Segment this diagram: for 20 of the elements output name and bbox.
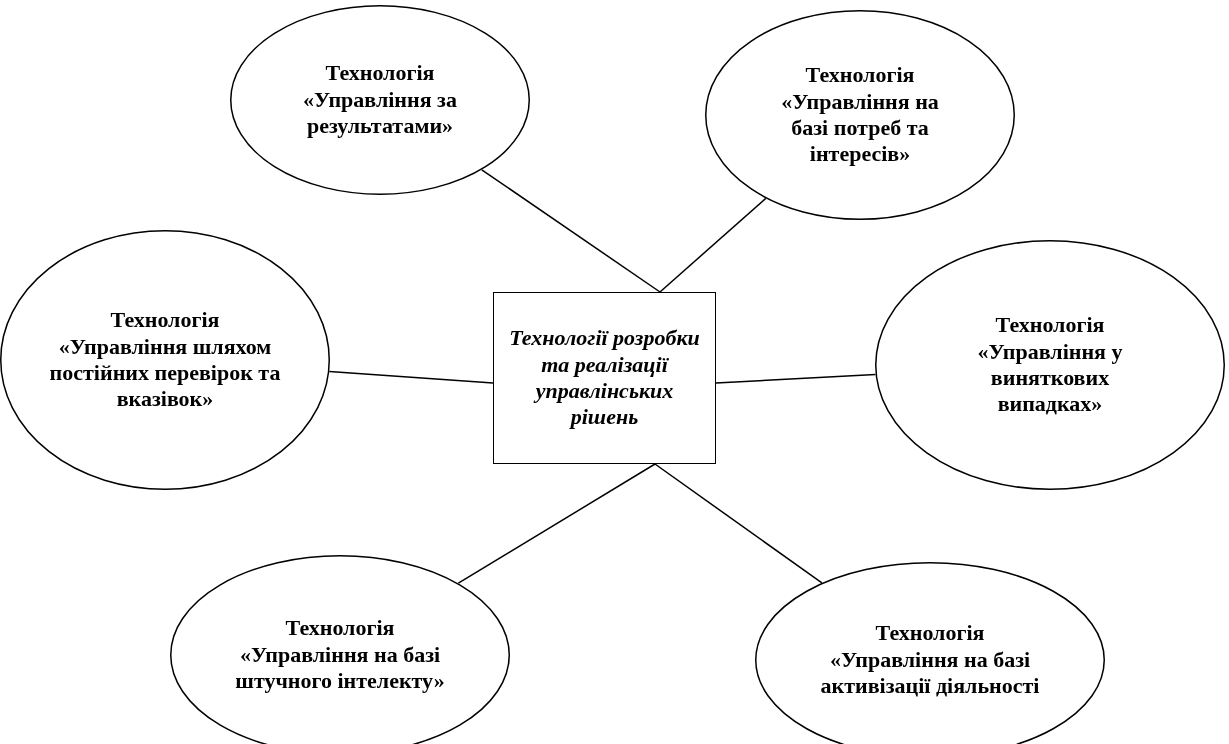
oval-title: Технологія (284, 615, 396, 642)
oval-text: «Управління на базі активізації діяльності (819, 646, 1041, 700)
connector-line (715, 373, 877, 384)
oval-text: «Управління шляхом постійних перевірок та вказівок» (48, 333, 282, 413)
oval-text: «Управління на базі потреб та інтересів» (780, 88, 940, 168)
oval-text: «Управління у виняткових випадках» (976, 338, 1124, 418)
oval-text: «Управління на базі штучного інтелекту» (234, 641, 446, 695)
connector-line (481, 169, 661, 293)
rectangle-box (493, 292, 716, 464)
oval-title: Технологія (804, 62, 916, 89)
connector-line (328, 370, 494, 384)
oval-text: «Управління за результатами» (302, 86, 458, 140)
oval-title: Технологія (994, 312, 1106, 339)
connector-line (457, 463, 656, 584)
oval-title: Технологія (324, 60, 436, 87)
oval-title: Технологія (109, 307, 221, 334)
box-title: Технології розробки та реалізації управлінських рішень (508, 325, 701, 431)
oval-title: Технологія (874, 620, 986, 647)
connector-line (659, 197, 767, 293)
connector-line (654, 463, 823, 584)
